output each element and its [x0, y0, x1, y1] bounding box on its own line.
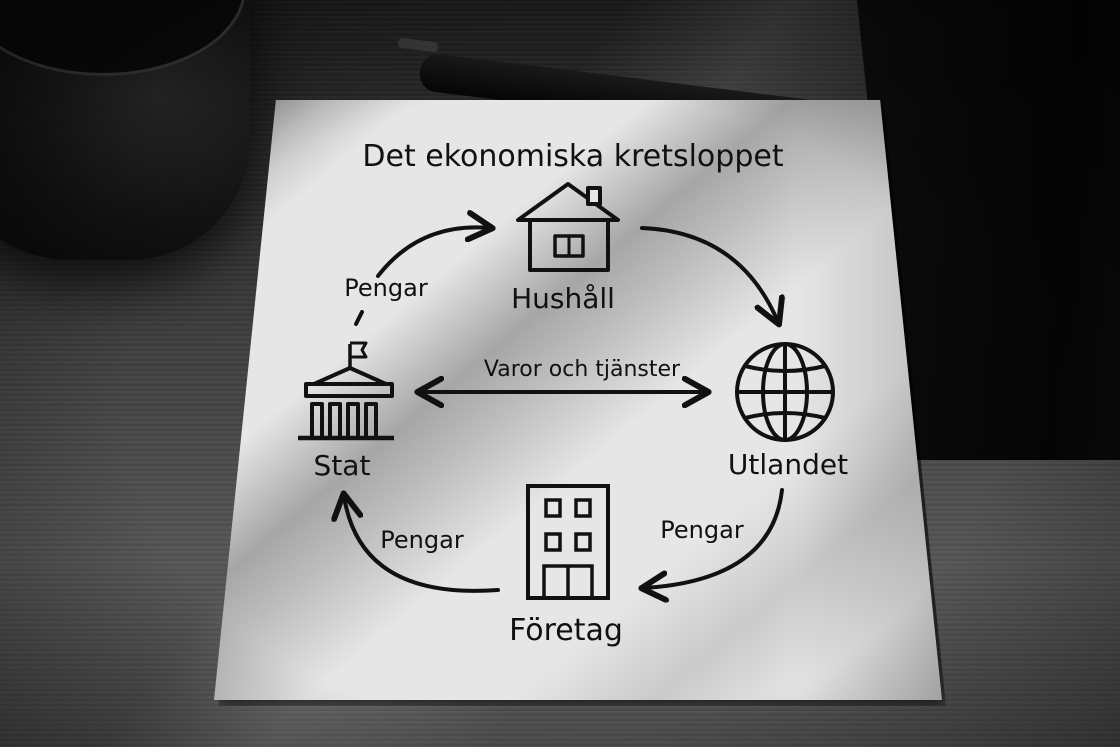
house-icon [516, 182, 620, 272]
building-icon [526, 484, 610, 600]
arrow-foretag-to-stat [344, 496, 500, 593]
diagram-title: Det ekonomiska kretsloppet [362, 139, 783, 174]
edge-label-pengar-right: Pengar [660, 516, 744, 544]
arrow-tail-fragment [354, 310, 364, 326]
arrow-utlandet-to-foretag [644, 488, 784, 588]
arrow-hushall-to-utlandet [640, 226, 778, 322]
edge-label-varor-och-tjanster: Varor och tjänster [484, 357, 681, 382]
edge-label-pengar-top: Pengar [344, 274, 428, 302]
node-label-foretag: Företag [509, 613, 623, 648]
node-label-hushall: Hushåll [511, 282, 615, 315]
edge-label-pengar-left: Pengar [380, 526, 464, 554]
arrow-stat-to-hushall [376, 227, 490, 278]
node-label-utlandet: Utlandet [728, 448, 848, 481]
government-building-icon [298, 341, 394, 441]
node-label-stat: Stat [314, 449, 371, 482]
globe-icon [735, 342, 835, 442]
